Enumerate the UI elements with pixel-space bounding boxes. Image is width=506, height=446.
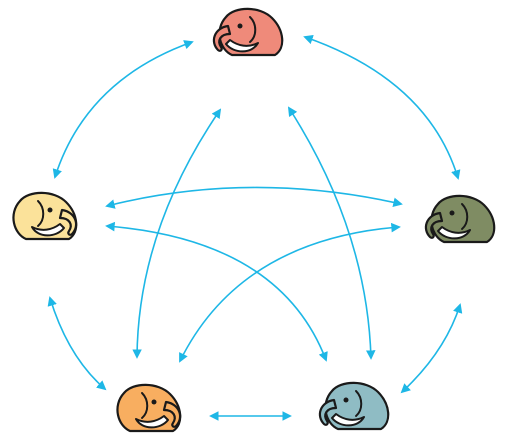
mammoth-icon — [212, 7, 284, 57]
mammoth-icon — [318, 381, 390, 431]
edges-layer — [47, 35, 463, 421]
edge-left-bottom-right — [105, 221, 328, 362]
mammoth-icon — [12, 191, 78, 241]
edge-top-bottom-right — [287, 106, 376, 360]
edge-left-right — [105, 186, 403, 209]
mammoth-icon — [424, 194, 496, 244]
edge-top-right — [303, 35, 461, 180]
edge-top-left — [52, 40, 194, 179]
edge-right-bottom-right — [400, 303, 463, 394]
nodes-layer — [12, 7, 496, 433]
edge-top-bottom-left — [132, 108, 222, 359]
mammoth-icon — [116, 383, 182, 433]
edge-right-bottom-left — [179, 222, 401, 363]
edge-left-bottom-left — [47, 296, 107, 391]
